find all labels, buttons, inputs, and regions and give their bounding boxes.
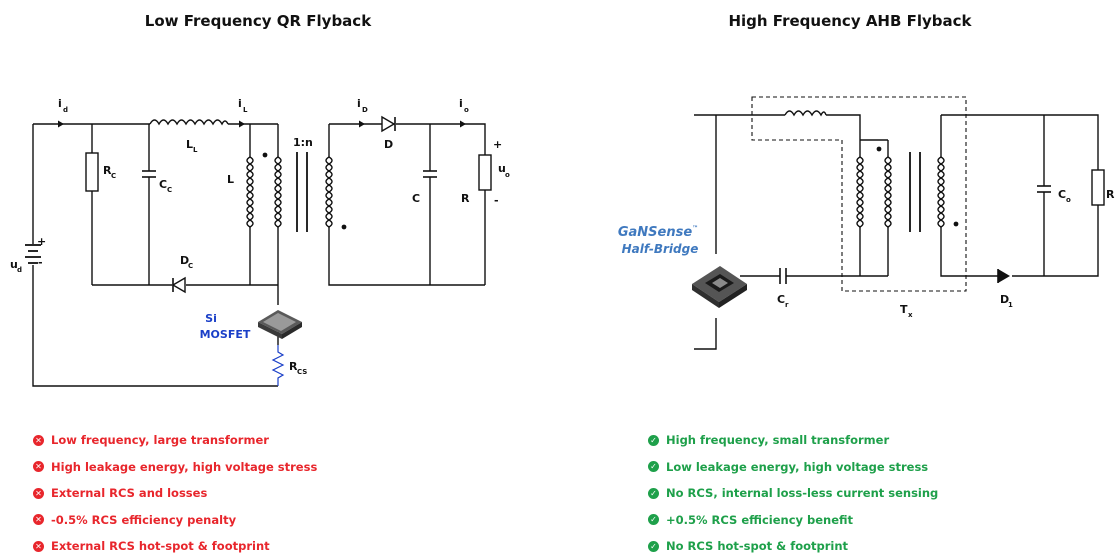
right-bullet-list: ✓High frequency, small transformer ✓Low … [648,427,938,560]
svg-text:o: o [1066,196,1071,204]
brand-gan: GaN [618,225,648,240]
mosfet-chip-icon [258,310,302,339]
transformer-outline [751,96,967,292]
label-d1: D [1000,293,1009,306]
list-item: ✓No RCS, internal loss-less current sens… [648,480,938,507]
label-co: C [1058,188,1066,201]
check-circle-icon: ✓ [648,487,659,499]
label-ll: L [186,138,193,151]
label-ud-plus: + [37,235,46,248]
svg-text:d: d [63,106,68,114]
diode-dc [171,276,186,294]
label-dc: D [180,254,189,267]
x-circle-icon: ✕ [33,540,44,552]
list-item: ✕High leakage energy, high voltage stres… [33,454,317,481]
qr-flyback-circuit [25,115,492,387]
svg-text:d: d [17,266,22,274]
check-circle-icon: ✓ [648,514,659,526]
brand-half-bridge: Half-Bridge [622,242,699,256]
dot-secondary [341,224,347,230]
list-item: ✕Low frequency, large transformer [33,427,317,454]
label-r: R [461,192,470,205]
check-circle-icon: ✓ [648,434,659,446]
dot-primary [262,152,268,158]
svg-text:L: L [193,146,198,154]
list-item: ✓Low leakage energy, high voltage stress [648,454,938,481]
label-tx: T [900,303,908,316]
list-item: ✓High frequency, small transformer [648,427,938,454]
svg-text:C: C [167,186,172,194]
svg-text:C: C [111,172,116,180]
leakage-inductor [149,119,229,126]
primary-winding-l [246,156,254,228]
right-title: High Frequency AHB Flyback [728,12,972,30]
label-r-right: R [1106,188,1115,201]
label-ud-minus: - [38,256,43,269]
resistor-rc [85,152,99,192]
list-item: ✓No RCS hot-spot & footprint [648,533,938,560]
brand-sense: Sense [648,225,692,240]
svg-text:o: o [505,171,510,179]
label-ud: u [10,258,18,271]
label-c: C [412,192,420,205]
list-item: ✕External RCS hot-spot & footprint [33,533,317,560]
ahb-secondary-winding [937,156,945,228]
label-cr: C [777,293,785,306]
current-arrow-iD [359,120,365,128]
resistor-r-right [1091,169,1105,206]
svg-text:GaNSense™: GaNSense™ [618,225,698,240]
svg-text:CS: CS [297,368,307,376]
label-ratio: 1:n [293,136,313,149]
label-rc: R [103,164,112,177]
x-circle-icon: ✕ [33,434,44,446]
svg-text:o: o [464,106,469,114]
x-circle-icon: ✕ [33,461,44,473]
label-l: L [227,173,234,186]
svg-text:D: D [362,106,368,114]
x-circle-icon: ✕ [33,487,44,499]
left-bullet-list: ✕Low frequency, large transformer ✕High … [33,427,317,560]
svg-text:1: 1 [1008,301,1013,309]
resistor-rcs [271,345,285,386]
label-minus: - [494,194,499,207]
leakage-inductor-ahb [784,110,827,117]
check-circle-icon: ✓ [648,461,659,473]
current-arrow-io [460,120,466,128]
list-item: ✕-0.5% RCS efficiency penalty [33,507,317,534]
secondary-winding [325,156,333,228]
list-item: ✓+0.5% RCS efficiency benefit [648,507,938,534]
svg-text:r: r [785,301,789,309]
label-d: D [384,138,393,151]
svg-text:x: x [908,311,913,319]
switch-label-si: Si [205,312,217,325]
label-plus: + [493,138,502,151]
svg-text:L: L [243,106,248,114]
label-iD: i [357,97,361,110]
label-cc: C [159,178,167,191]
left-title: Low Frequency QR Flyback [145,12,372,30]
current-arrow-id [58,120,64,128]
label-rcs: R [289,360,298,373]
diode-d [381,115,396,133]
switch-label-mosfet: MOSFET [200,328,251,341]
primary-winding [274,156,282,228]
list-item: ✕External RCS and losses [33,480,317,507]
current-arrow-il [239,120,245,128]
x-circle-icon: ✕ [33,514,44,526]
label-uo: u [498,162,506,175]
diode-d1 [997,269,1010,283]
resistor-r [478,154,492,191]
svg-text:C: C [188,262,193,270]
source-ud [25,244,41,264]
label-io: i [459,97,463,110]
label-il: i [238,97,242,110]
ahb-primary-winding [856,156,892,228]
check-circle-icon: ✓ [648,540,659,552]
ahb-flyback-circuit [692,96,1105,350]
gansense-chip-icon [692,266,747,308]
label-id: i [58,97,62,110]
